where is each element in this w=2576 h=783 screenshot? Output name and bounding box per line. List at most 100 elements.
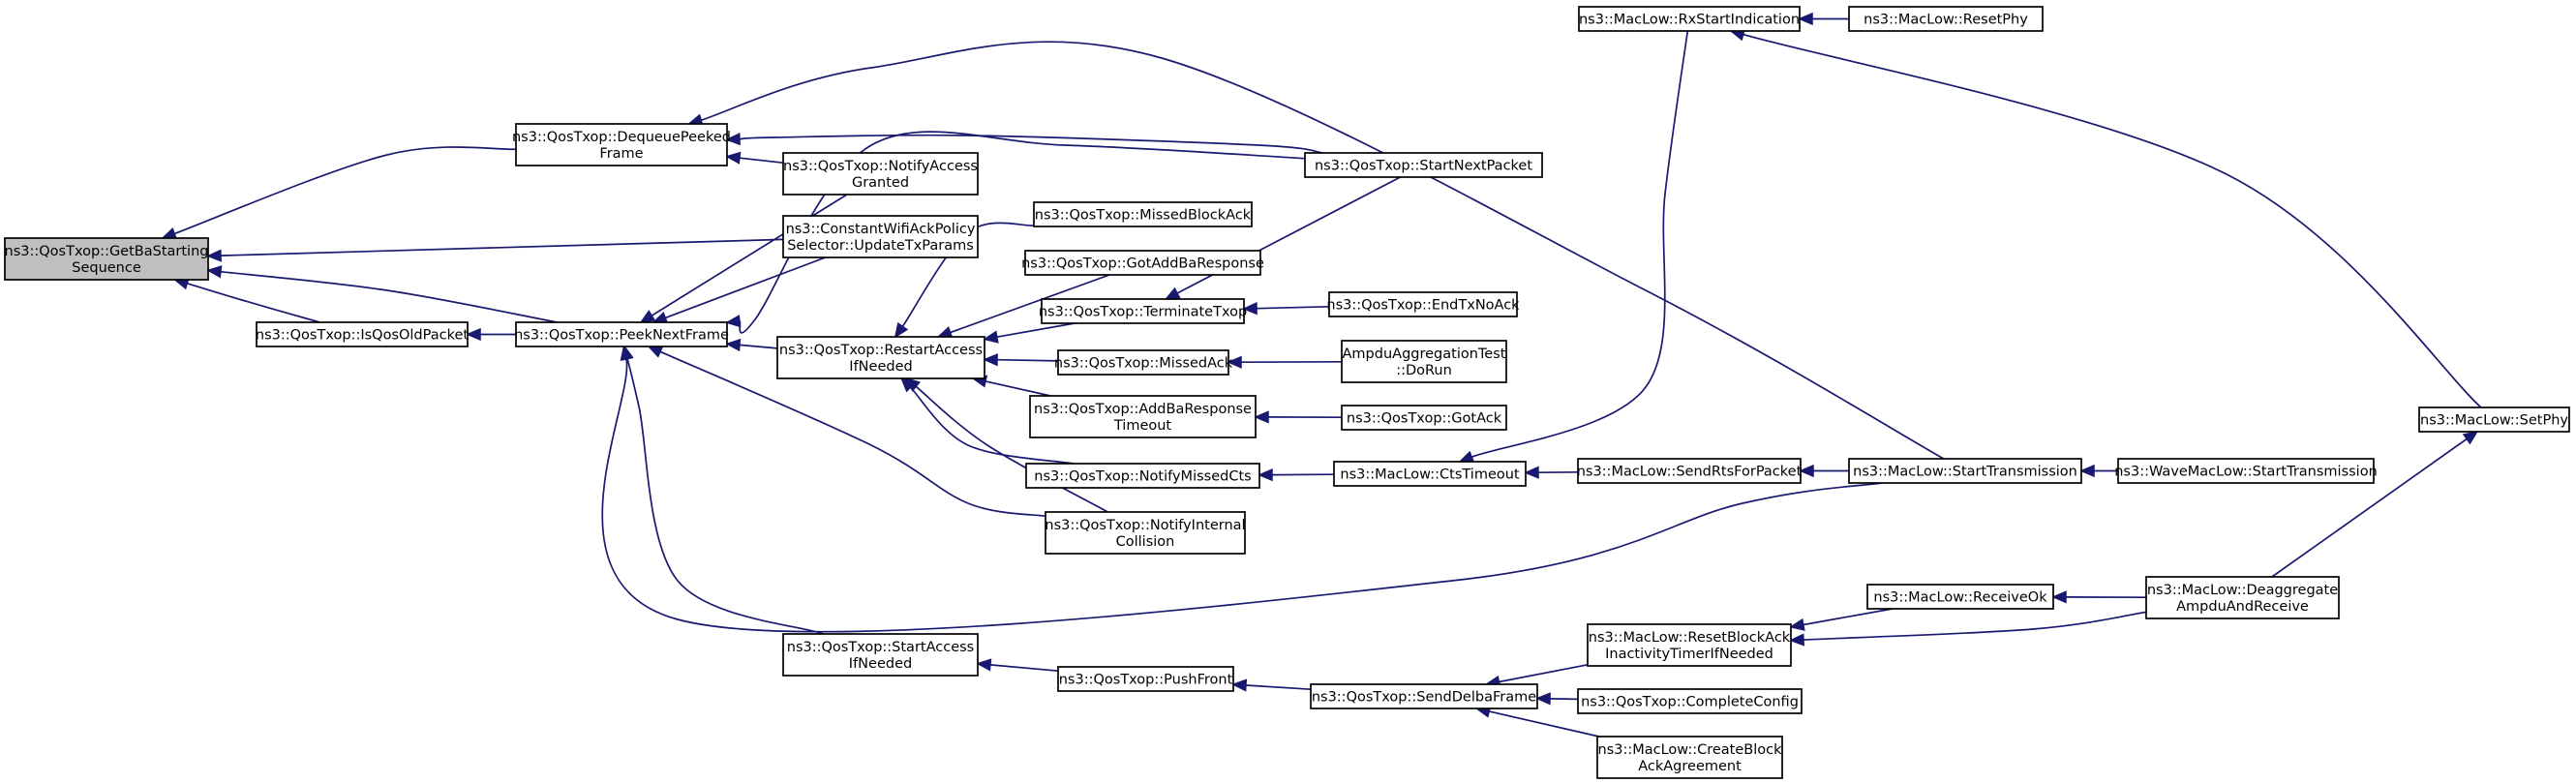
node-isqosold[interactable]: ns3::QosTxop::IsQosOldPacket [256,321,469,347]
node-receiveok[interactable]: ns3::MacLow::ReceiveOk [1866,584,2054,610]
edges-layer [161,12,2482,738]
node-gotack[interactable]: ns3::QosTxop::GotAck [1341,405,1507,431]
node-label: ns3::MacLow::ResetPhy [1864,13,2028,28]
node-wavestarttx[interactable]: ns3::WaveMacLow::StartTransmission [2114,458,2378,484]
node-label: ns3::QosTxop::CompleteConfig [1581,695,1799,710]
node-box [2145,576,2340,619]
edge-line [651,194,848,316]
node-box [782,215,979,258]
edge-line [187,282,320,323]
node-box [515,123,728,166]
edge-line [1176,176,1401,294]
edge-line [739,344,778,349]
node-box [1341,405,1507,431]
node-resetphy[interactable]: ns3::MacLow::ResetPhy [1848,6,2044,32]
node-label: ns3::MacLow::ResetBlockAck [1589,630,1791,646]
node-endtxnoack[interactable]: ns3::QosTxop::EndTxNoAck [1326,291,1520,317]
arrow-head-icon [206,249,222,262]
edge-startnext-to-dequeue [725,133,1323,154]
arrow-head-icon [621,345,634,361]
edge-gotaddba-to-restart [936,274,1110,339]
arrow-head-icon [1535,692,1551,706]
node-peek[interactable]: ns3::QosTxop::PeekNextFrame [514,321,729,347]
node-terminate[interactable]: ns3::QosTxop::TerminateTxop [1039,298,1247,324]
edge-deaggregate-to-setphy [2271,430,2479,578]
edge-line [996,322,1076,339]
arrow-head-icon [2462,430,2479,445]
node-sendrts[interactable]: ns3::MacLow::SendRtsForPacket [1577,458,1803,484]
edge-ctstimeout-to-notifymissedcts [1258,467,1335,482]
node-constwifi[interactable]: ns3::ConstantWifiAckPolicySelector::Upda… [782,215,979,258]
edge-line [220,238,784,256]
node-notifymissedcts[interactable]: ns3::QosTxop::NotifyMissedCts [1025,463,1260,489]
edge-starttx-to-sendrts [1799,464,1849,478]
node-gotaddba[interactable]: ns3::QosTxop::GotAddBaResponse [1021,250,1264,276]
node-resetblockack[interactable]: ns3::MacLow::ResetBlockAckInactivityTime… [1587,623,1792,667]
node-label: ns3::QosTxop::PeekNextFrame [514,328,729,344]
node-missedblock[interactable]: ns3::QosTxop::MissedBlockAck [1033,201,1253,227]
node-box [1310,683,1538,709]
arrow-head-icon [1164,286,1181,300]
edge-line [739,157,784,165]
node-startnext[interactable]: ns3::QosTxop::StartNextPacket [1304,152,1543,178]
node-label: ns3::QosTxop::TerminateTxop [1039,305,1247,320]
node-box [1577,688,1803,714]
node-box [1328,291,1518,317]
edge-line [1256,305,1330,310]
node-box [256,321,469,347]
node-pushfront[interactable]: ns3::QosTxop::PushFront [1057,666,1234,692]
node-label: ns3::QosTxop::AddBaResponse [1034,402,1252,417]
node-label: ::DoRun [1396,363,1452,378]
arrow-head-icon [1254,410,1269,424]
node-label: ns3::MacLow::CtsTimeout [1340,467,1520,483]
node-box [1596,736,1783,779]
arrow-head-icon [1242,302,1258,316]
node-box [1848,6,2044,32]
node-starttx[interactable]: ns3::MacLow::StartTransmission [1848,458,2082,484]
node-label: Selector::UpdateTxParams [787,238,974,254]
node-ctstimeout[interactable]: ns3::MacLow::CtsTimeout [1333,461,1527,487]
node-label: ns3::QosTxop::DequeuePeeked [512,130,731,145]
node-setphy[interactable]: ns3::MacLow::SetPhy [2418,407,2570,433]
node-label: IfNeeded [849,656,912,672]
arrow-head-icon [976,658,992,672]
edge-line [739,131,1306,334]
node-missedack[interactable]: ns3::QosTxop::MissedAck [1054,349,1233,376]
edge-completeconfig-to-senddelba [1535,692,1579,706]
edge-setphy-to-rxstart [1729,28,2482,408]
node-box [1848,458,2082,484]
arrow-head-icon [1789,617,1805,631]
node-box [1866,584,2054,610]
edge-line [664,256,826,319]
arrow-head-icon [647,346,664,358]
arrow-head-icon [904,376,922,392]
node-ampdutest[interactable]: AmpduAggregationTest::DoRun [1341,340,1507,383]
arrow-head-icon [725,151,742,165]
nodes-layer: ns3::QosTxop::GetBaStartingSequencens3::… [4,6,2570,779]
edge-line [985,380,1051,397]
arrow-head-icon [725,133,742,146]
node-box [2117,458,2375,484]
edge-deaggregate-to-receiveok [2051,590,2147,604]
edge-isqosold-to-root [172,277,320,323]
arrow-head-icon [1524,466,1539,479]
node-box [776,336,985,379]
edge-line [700,41,1945,460]
node-rxstart[interactable]: ns3::MacLow::RxStartIndication [1578,6,1801,32]
node-completeconfig[interactable]: ns3::QosTxop::CompleteConfig [1577,688,1803,714]
node-box [1033,201,1253,227]
node-label: ns3::QosTxop::SendDelbaFrame [1312,690,1536,706]
arrow-head-icon [206,265,223,279]
node-senddelba[interactable]: ns3::QosTxop::SendDelbaFrame [1310,683,1538,709]
node-label: ns3::QosTxop::NotifyInternal [1045,518,1245,533]
node-label: Frame [599,146,643,162]
